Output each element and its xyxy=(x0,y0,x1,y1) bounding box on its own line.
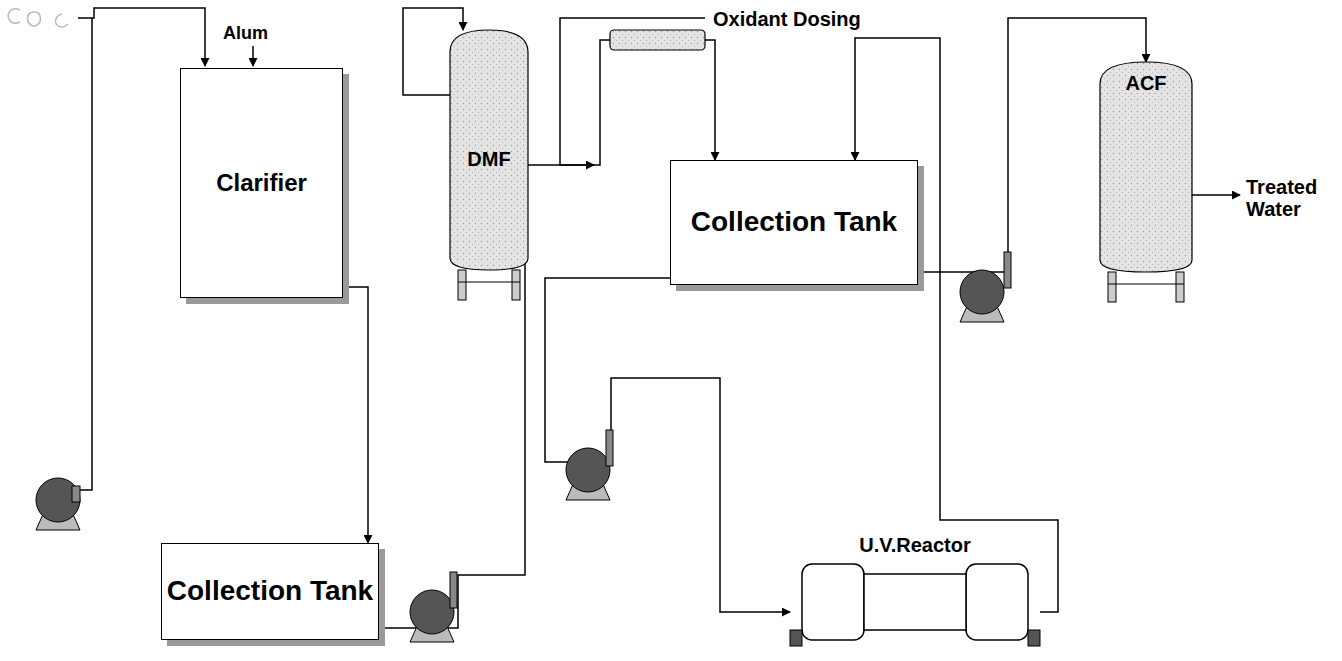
alum-line xyxy=(252,46,254,66)
pipe-connector xyxy=(343,287,368,543)
outlet-line xyxy=(1192,194,1240,196)
node-label: Clarifier xyxy=(216,170,307,196)
node-label: Collection Tank xyxy=(691,207,897,238)
dmf-vessel: DMF xyxy=(450,30,528,300)
intake-symbol xyxy=(8,9,68,27)
node-label: DMF xyxy=(467,148,510,170)
pipe-connector xyxy=(545,278,790,612)
inlet-pipe xyxy=(78,18,92,490)
dosing-label: Oxidant Dosing xyxy=(713,8,861,30)
outlet-label: Treated Water xyxy=(1246,176,1336,220)
clarifier-box: Clarifier xyxy=(180,68,343,298)
pipe-connector xyxy=(528,40,715,165)
node-label: U.V.Reactor xyxy=(859,534,971,556)
pump-symbol xyxy=(410,572,457,642)
collection-tank: Collection Tank xyxy=(670,160,918,285)
node-label: Collection Tank xyxy=(167,576,373,607)
pump-symbol xyxy=(36,478,80,530)
node-label: ACF xyxy=(1125,72,1166,94)
oxidant-line xyxy=(560,18,705,165)
uv-reactor: U.V.Reactor xyxy=(790,534,1040,646)
acf-vessel: ACF xyxy=(1100,62,1192,302)
static-mixer xyxy=(610,30,705,50)
pump-symbol xyxy=(960,252,1011,322)
inlet-pipe xyxy=(78,8,205,66)
dosing-label: Alum xyxy=(223,24,268,44)
pump-symbol xyxy=(566,430,613,500)
pipe-connector xyxy=(855,38,1058,612)
collection-tank: Collection Tank xyxy=(161,543,379,640)
vessel-outline xyxy=(1100,62,1192,302)
